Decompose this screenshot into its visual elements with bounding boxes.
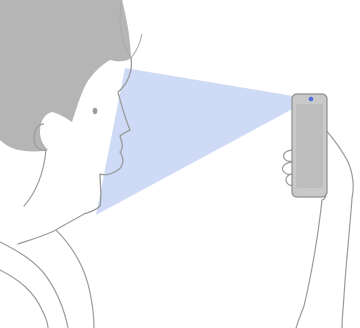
neck-back-line [24,150,46,206]
neck-front-line [18,214,84,244]
arm-line-outer [342,198,352,328]
sensor-icon [309,97,314,102]
arm-line-inner [296,200,322,328]
eye-icon [93,108,98,114]
collar-line [0,270,48,328]
hair-shape [0,0,131,152]
thumb-line [326,130,353,198]
chest-line [56,230,94,328]
face-scan-beam-icon [96,68,311,215]
shoulder-line [0,242,68,328]
phone-screen [296,104,323,188]
smartphone-icon [292,94,327,197]
